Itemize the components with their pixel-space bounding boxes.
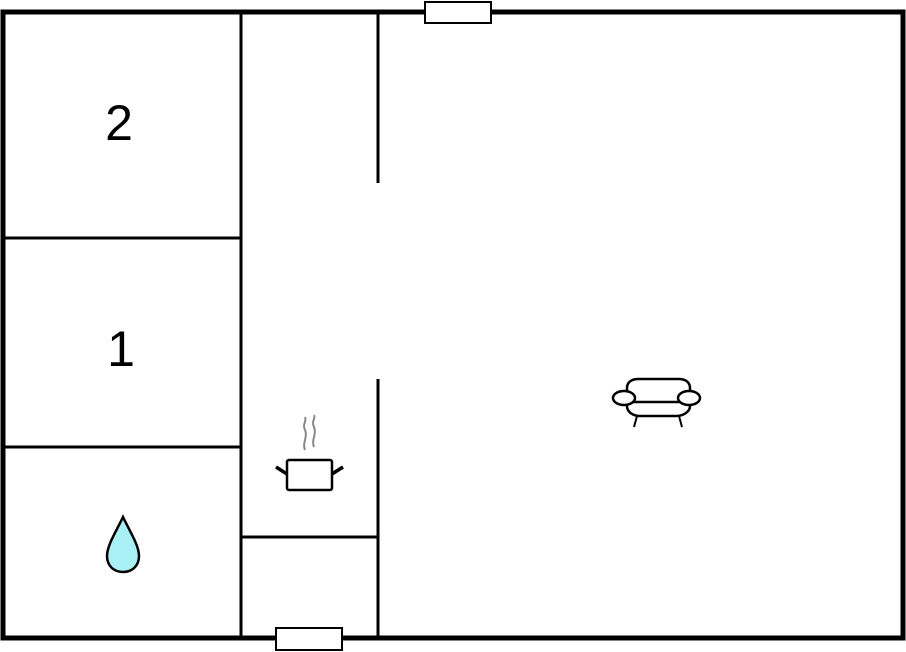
outer-wall	[0, 9, 906, 641]
room-label-1: 1	[107, 321, 135, 377]
window-top	[424, 1, 492, 24]
water-drop-icon	[105, 514, 141, 574]
cooking-pot-icon	[275, 414, 344, 492]
window-bottom	[275, 627, 343, 651]
sofa-icon	[611, 377, 702, 428]
room-label-2: 2	[105, 95, 133, 151]
